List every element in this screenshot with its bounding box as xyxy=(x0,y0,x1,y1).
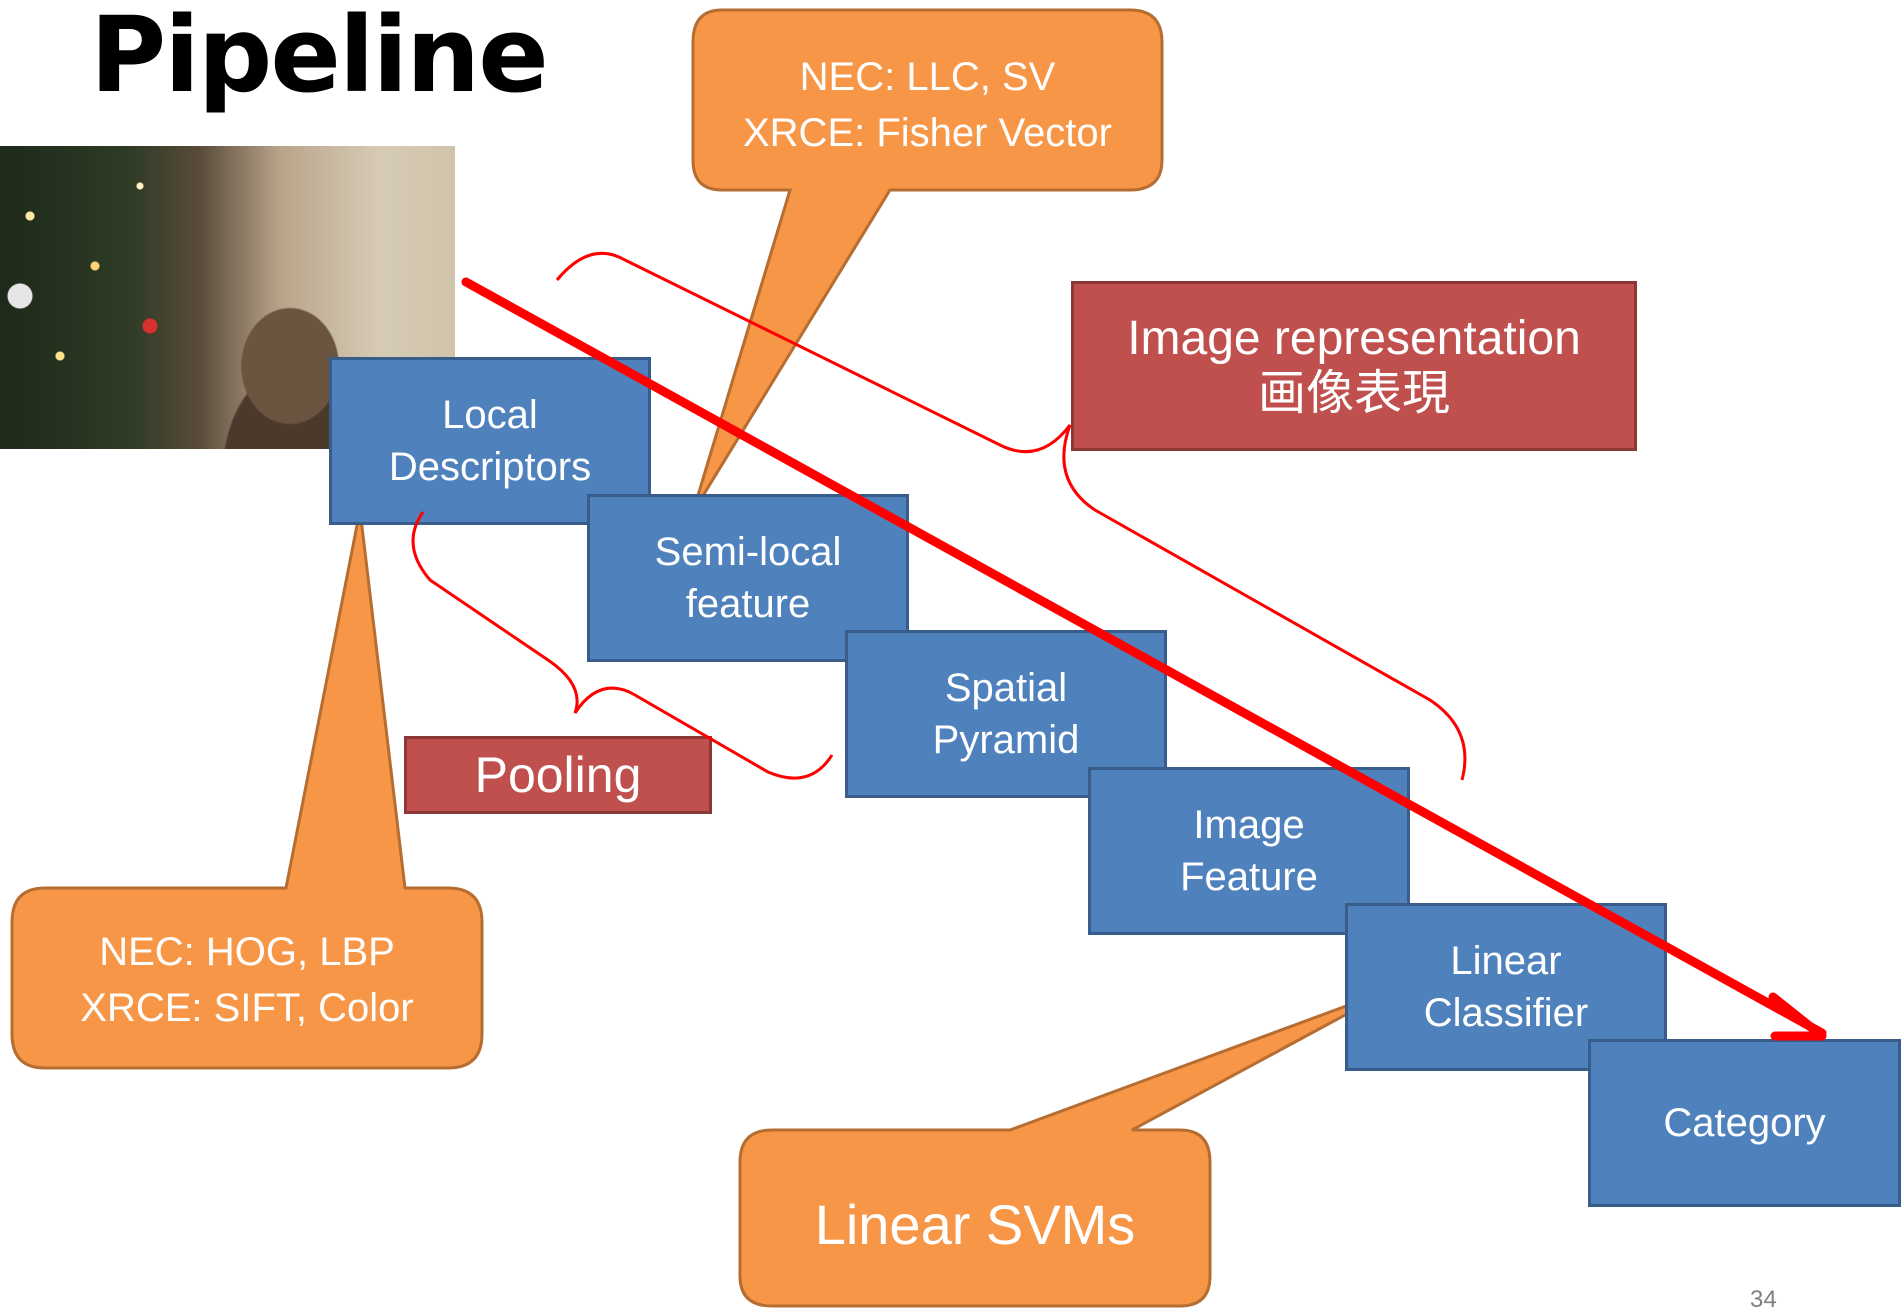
slide-title: Pipeline xyxy=(90,0,549,116)
step-local-descriptors-label: Local Descriptors xyxy=(388,393,592,489)
callout-classifier-shape xyxy=(738,986,1396,1308)
page-number: 34 xyxy=(1750,1286,1777,1313)
step-image-feature-label: Image Feature xyxy=(1180,803,1318,899)
callout-descriptors-shape xyxy=(10,509,484,1070)
pooling-text: Pooling xyxy=(474,746,642,803)
callout-descriptors-text: NEC: HOG, LBP XRCE: SIFT, Color xyxy=(80,930,414,1030)
flow-arrowhead xyxy=(1768,992,1827,1041)
pooling-label: Pooling xyxy=(404,736,712,814)
step-category-label: Category xyxy=(1663,1101,1826,1145)
step-local-descriptors: Local Descriptors xyxy=(329,357,651,525)
callout-descriptors: NEC: HOG, LBP XRCE: SIFT, Color xyxy=(12,910,482,1050)
pooling-brace xyxy=(411,511,834,780)
flow-arrow xyxy=(461,277,1827,1038)
callout-classifier: Linear SVMs xyxy=(740,1160,1210,1290)
step-linear-classifier-label: Linear Classifier xyxy=(1423,939,1589,1035)
step-spatial-pyramid: Spatial Pyramid xyxy=(845,630,1167,798)
step-semi-local-feature-label: Semi-local feature xyxy=(654,530,842,626)
callout-coding-text: NEC: LLC, SV XRCE: Fisher Vector xyxy=(742,55,1112,155)
step-spatial-pyramid-label: Spatial Pyramid xyxy=(932,666,1080,762)
image-representation-brace xyxy=(555,251,1467,781)
step-category: Category xyxy=(1588,1039,1901,1207)
image-representation-label: Image representation 画像表現 xyxy=(1071,281,1637,451)
callout-classifier-text: Linear SVMs xyxy=(814,1192,1136,1256)
callout-coding: NEC: LLC, SV XRCE: Fisher Vector xyxy=(693,40,1162,170)
image-representation-text: Image representation 画像表現 xyxy=(1127,311,1581,420)
step-linear-classifier: Linear Classifier xyxy=(1345,903,1667,1071)
callout-coding-shape xyxy=(691,8,1164,513)
